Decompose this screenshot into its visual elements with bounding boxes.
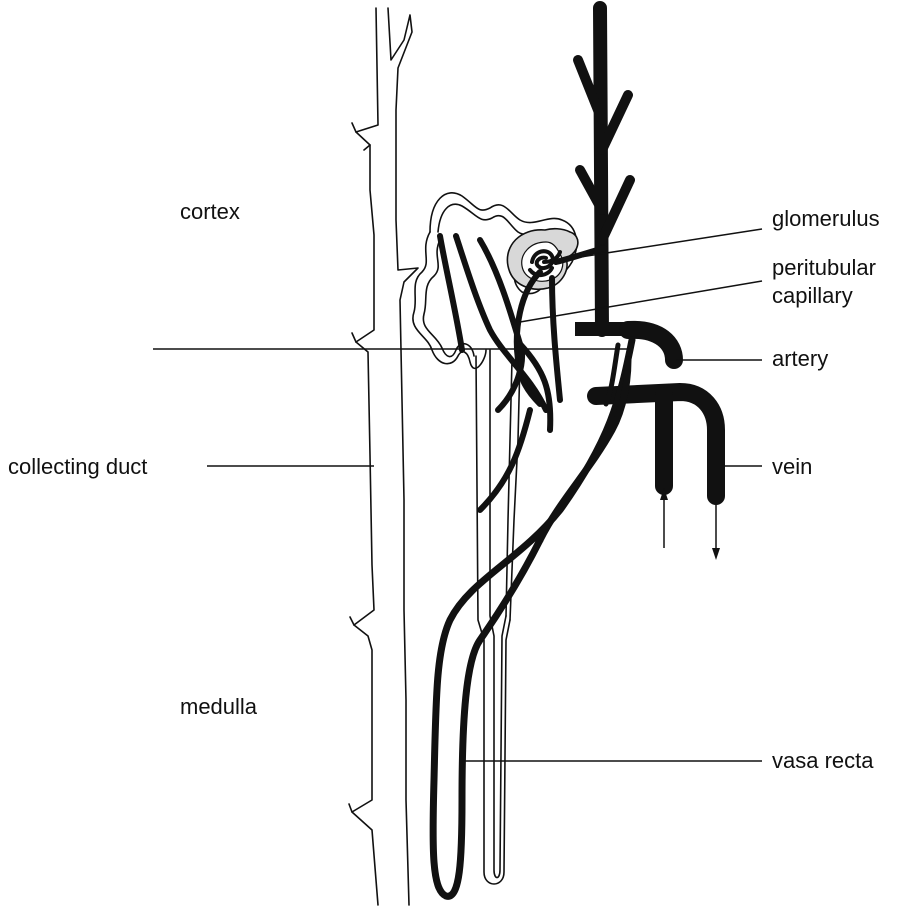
label-peritubular-line2: capillary xyxy=(772,283,853,308)
label-collecting-duct: collecting duct xyxy=(8,454,147,479)
label-artery: artery xyxy=(772,346,828,371)
label-medulla: medulla xyxy=(180,694,258,719)
label-cortex: cortex xyxy=(180,199,240,224)
down-arrowhead-icon xyxy=(712,548,720,560)
label-vasa-recta: vasa recta xyxy=(772,748,874,773)
label-vein: vein xyxy=(772,454,812,479)
label-glomerulus: glomerulus xyxy=(772,206,880,231)
label-peritubular-line1: peritubular xyxy=(772,255,876,280)
blood-vessels xyxy=(433,8,716,896)
peritubular-leader xyxy=(520,281,762,322)
collecting-duct xyxy=(349,8,418,905)
